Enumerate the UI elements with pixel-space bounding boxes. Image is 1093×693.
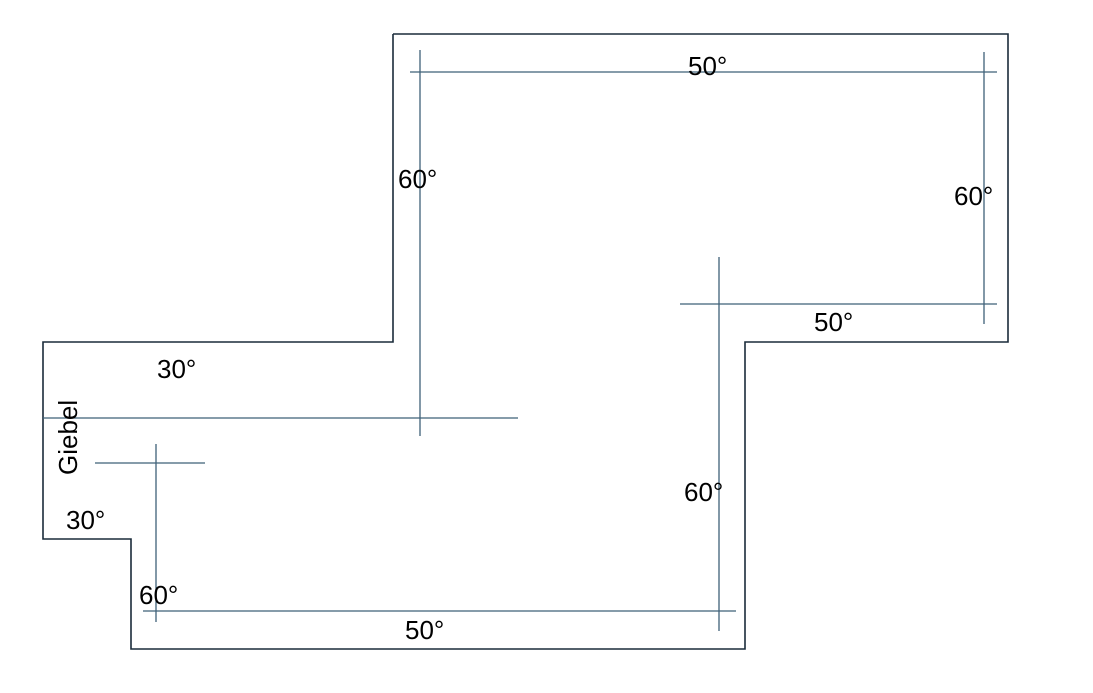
label-left-wing-slope: 30°	[157, 354, 196, 384]
label-gable: Giebel	[53, 400, 83, 475]
label-middle-slope: 60°	[684, 477, 723, 507]
building-outline	[42, 33, 1009, 650]
label-right-slope: 60°	[954, 181, 993, 211]
label-left-upper-slope: 60°	[398, 164, 437, 194]
label-right-inner-ridge: 50°	[814, 307, 853, 337]
label-lower-left-slope: 30°	[66, 505, 105, 535]
label-bottom-ridge: 50°	[405, 615, 444, 645]
label-top-ridge: 50°	[688, 51, 727, 81]
label-lower-left-corner: 60°	[139, 580, 178, 610]
